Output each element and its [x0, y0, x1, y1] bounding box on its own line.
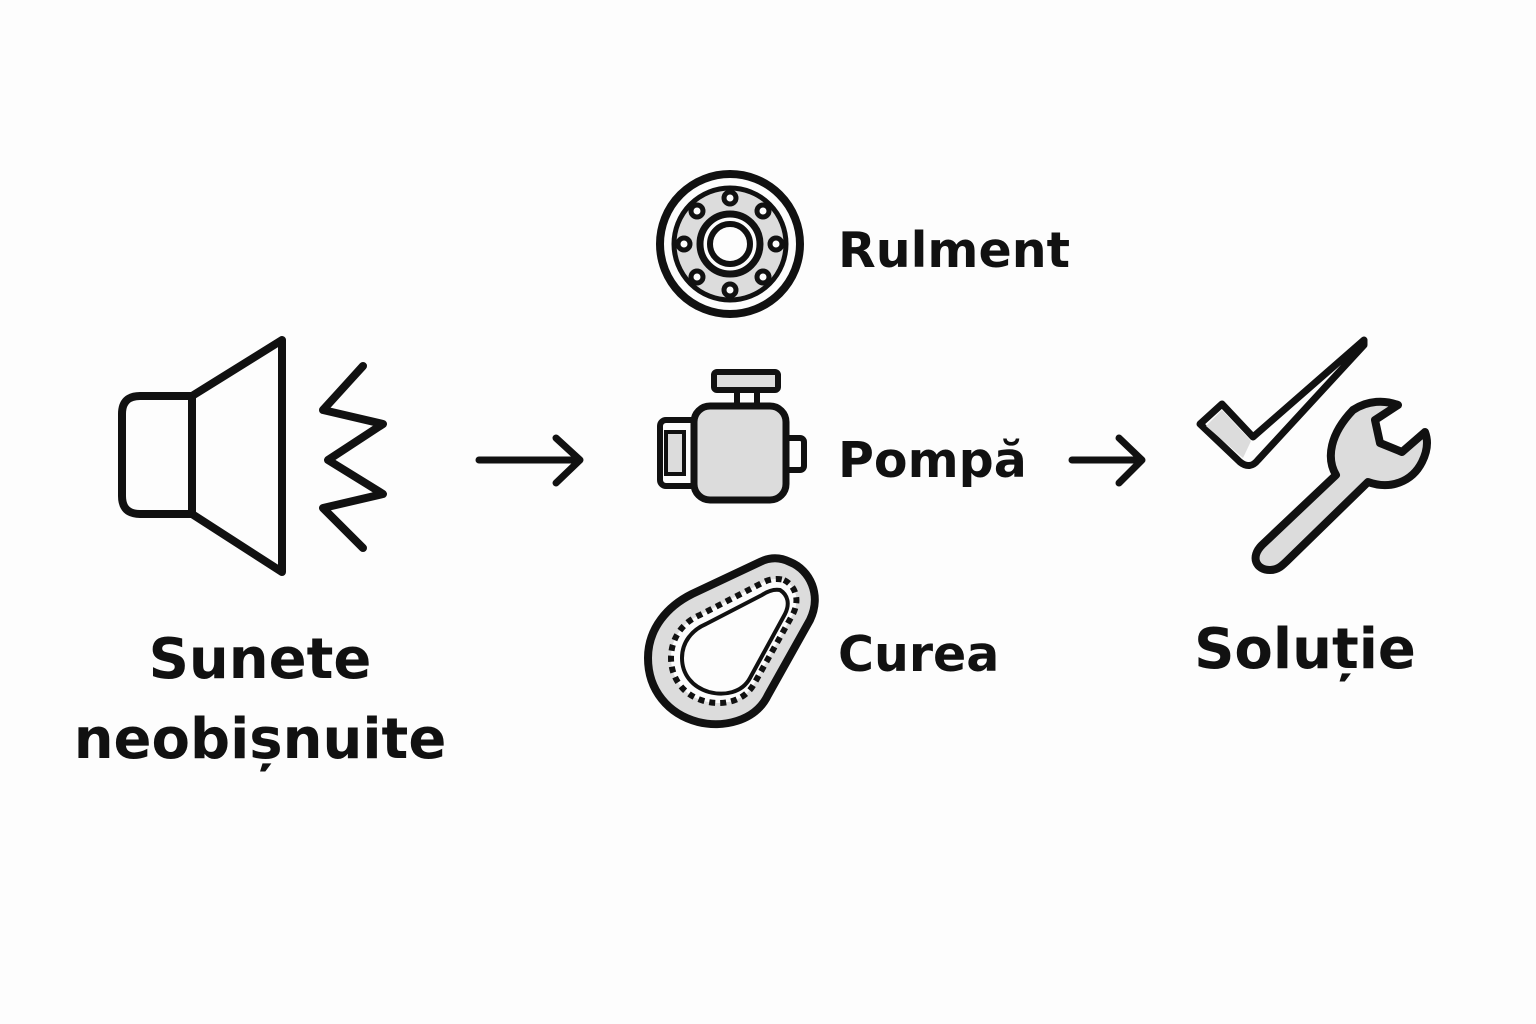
speaker-noise-icon — [118, 336, 387, 576]
check-wrench-icon — [1196, 336, 1431, 574]
cause-label-pompa: Pompă — [838, 432, 1027, 489]
bearing-icon — [656, 170, 804, 318]
source-label-line2: neobișnuite — [73, 707, 447, 772]
arrow-right-icon — [475, 434, 584, 487]
result-label: Soluție — [1194, 617, 1416, 682]
cause-label-rulment: Rulment — [838, 222, 1071, 279]
arrow-right-icon — [1068, 434, 1146, 487]
pump-motor-icon — [657, 369, 807, 504]
source-label: Sunete neobișnuite — [40, 620, 480, 780]
belt-icon — [644, 554, 819, 729]
cause-label-curea: Curea — [838, 626, 1000, 683]
source-label-line1: Sunete — [148, 627, 372, 692]
